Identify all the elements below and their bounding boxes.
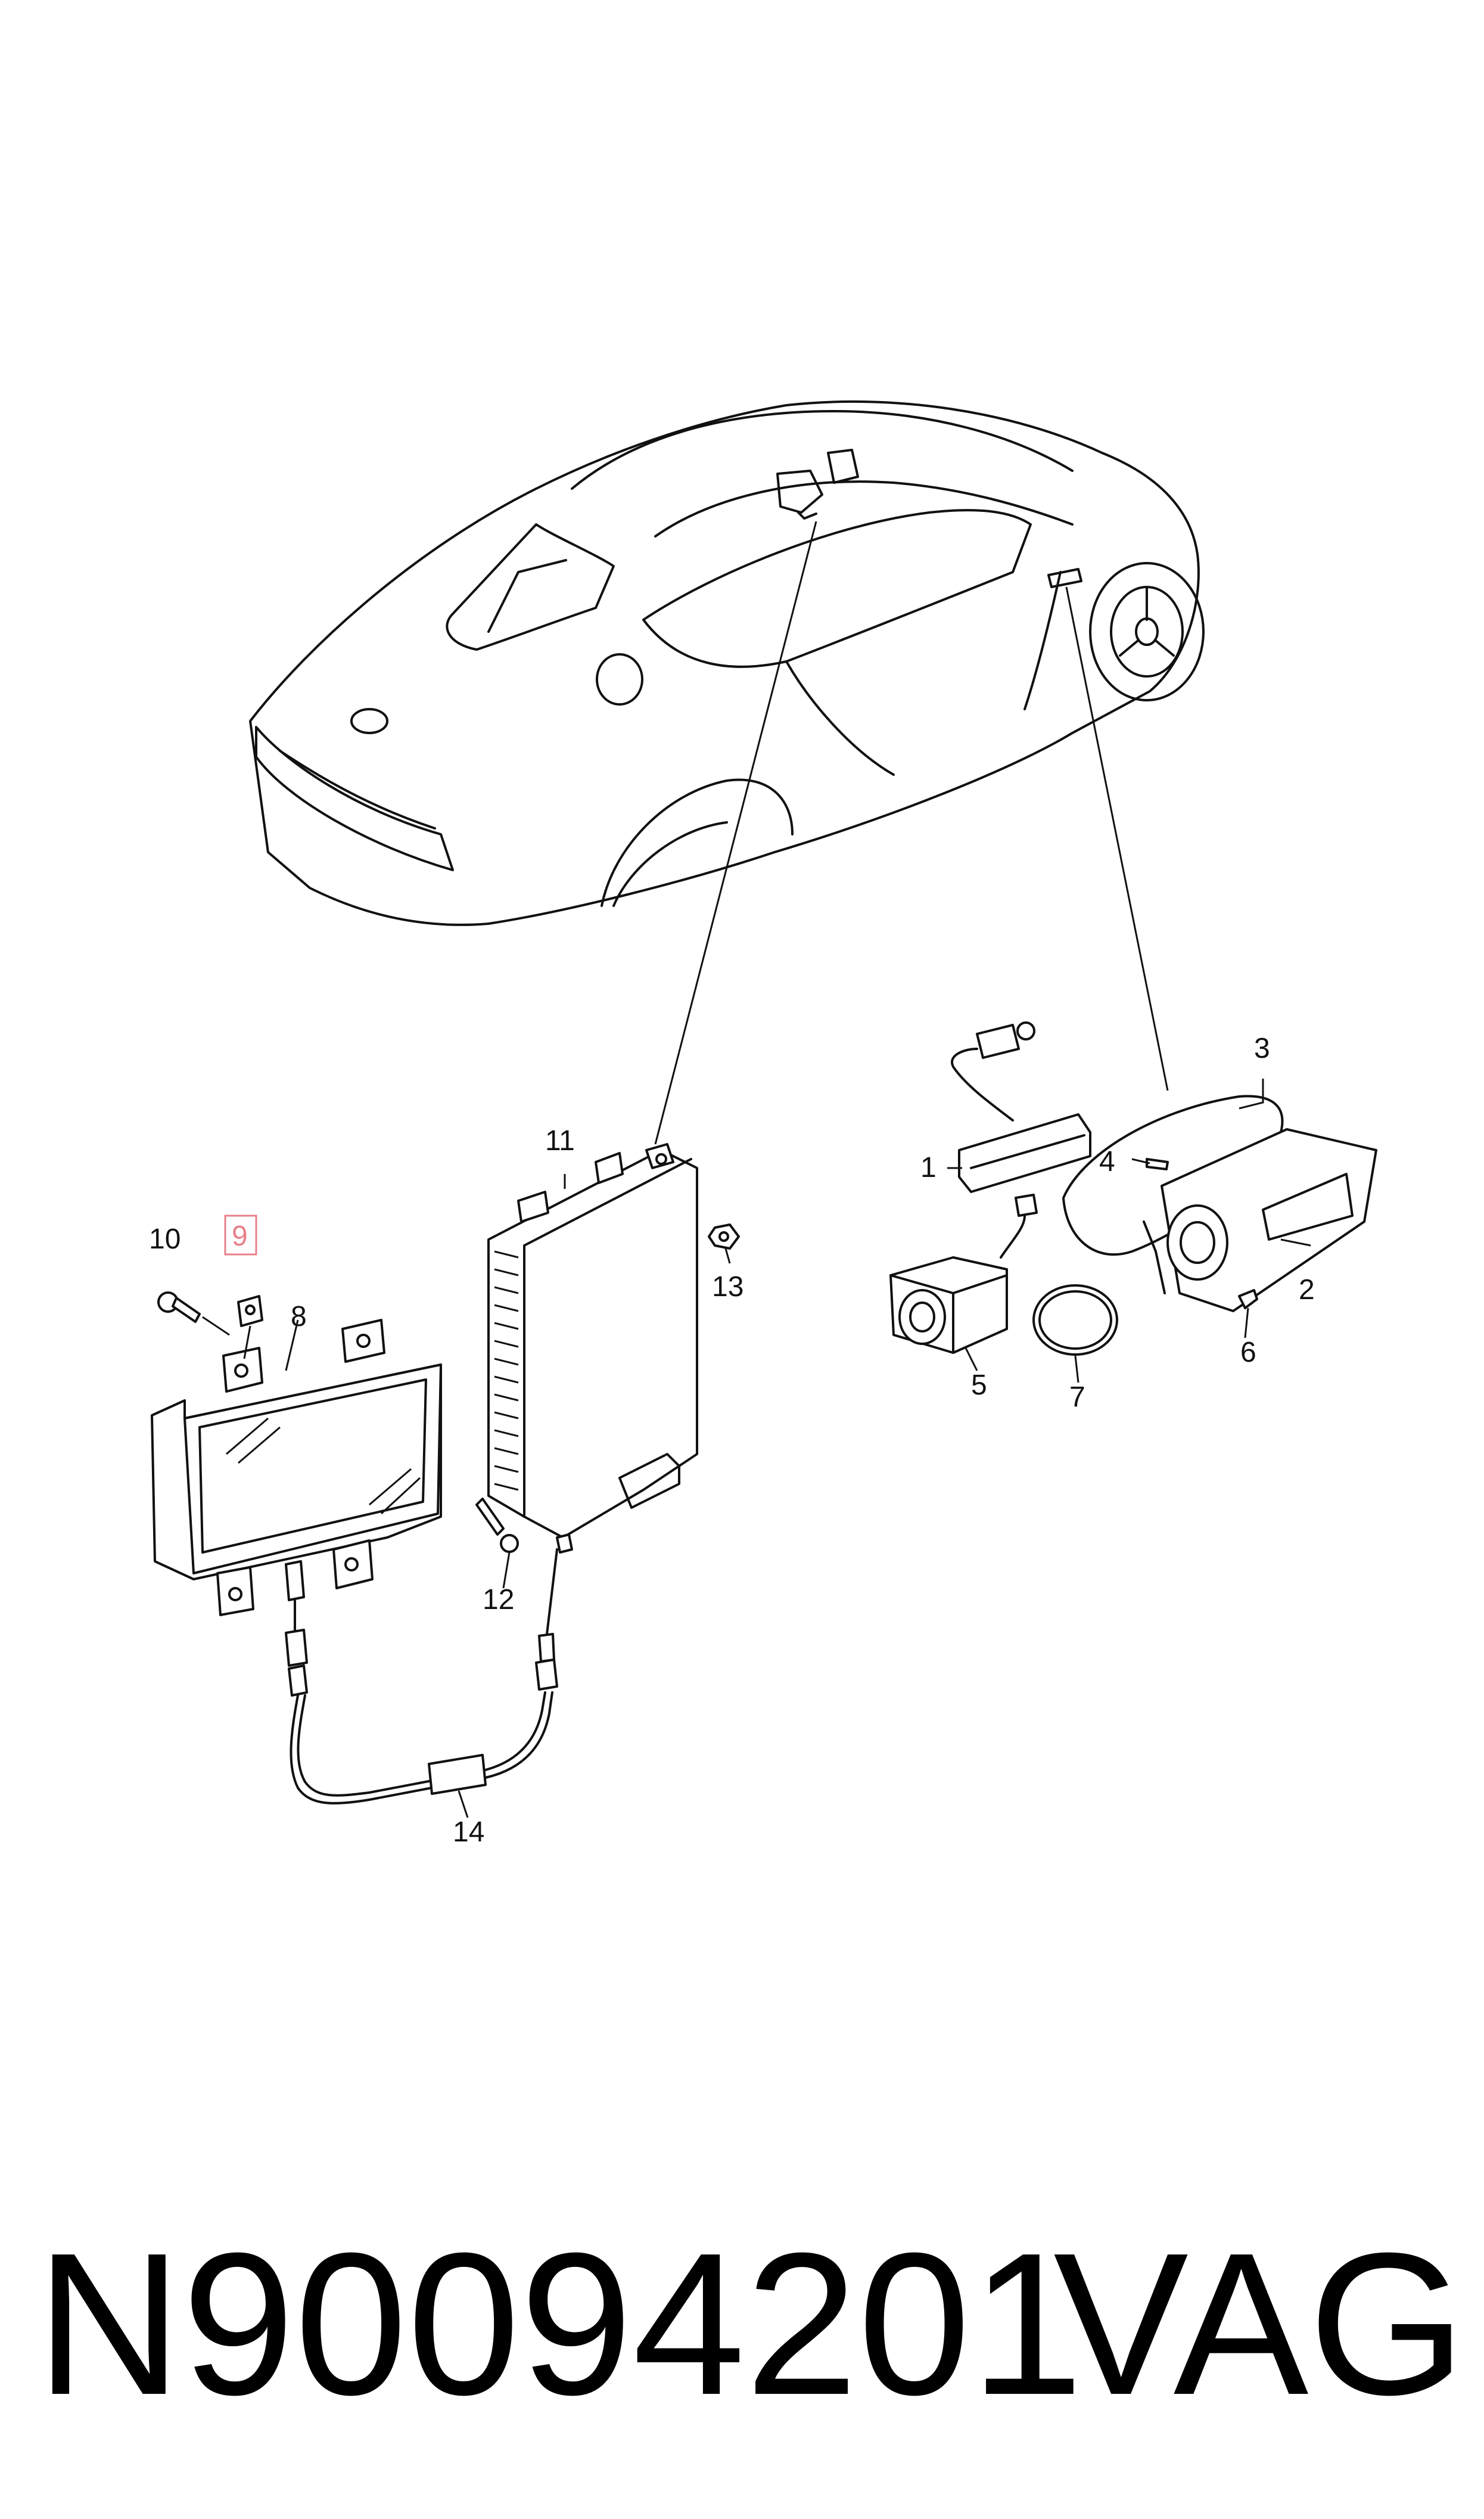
heat-sink-fins: [494, 1250, 519, 1491]
callout-labels: 1 2 3 4 5 6 7 8 9 10 11 12 13 14: [149, 1033, 1315, 1848]
callout-4[interactable]: 4: [1099, 1146, 1115, 1178]
part-9-clip: [237, 1295, 263, 1359]
part-12-screw: [475, 1498, 519, 1553]
callout-1[interactable]: 1: [920, 1152, 937, 1184]
callout-3[interactable]: 3: [1254, 1033, 1270, 1064]
part-8-display-module: [151, 1319, 442, 1616]
part-11-control-unit: [487, 1143, 698, 1554]
callout-12[interactable]: 12: [483, 1584, 514, 1616]
leader-line-roof-to-part-11: [654, 521, 817, 1145]
leader-line-mirror-to-part-3: [1065, 586, 1169, 1091]
part-number: N90094201: [36, 2211, 1084, 2437]
callout-leaders: [285, 1079, 1311, 1818]
part-14-cable-harness: [285, 1548, 558, 1804]
callout-8[interactable]: 8: [291, 1301, 307, 1333]
callout-2[interactable]: 2: [1299, 1274, 1315, 1306]
parts-diagram: 1 2 3 4 5 6 7 8 9 10 11 12 13 14: [149, 400, 1377, 1848]
callout-9-highlight-box: [224, 1215, 257, 1256]
part-10-screw: [157, 1291, 230, 1336]
mirror-camera-assembly: [889, 1021, 1377, 1356]
callout-10[interactable]: 10: [149, 1223, 181, 1255]
callout-5[interactable]: 5: [971, 1369, 987, 1401]
callout-9[interactable]: 9: [232, 1220, 248, 1252]
callout-13[interactable]: 13: [712, 1271, 743, 1303]
car-illustration: [249, 400, 1205, 926]
callout-7[interactable]: 7: [1069, 1381, 1085, 1413]
footer: N90094201 VAG: [0, 2205, 1484, 2455]
part-13-nut: [708, 1223, 740, 1250]
callout-11[interactable]: 11: [545, 1125, 575, 1157]
callout-6[interactable]: 6: [1240, 1337, 1256, 1368]
callout-14[interactable]: 14: [453, 1816, 484, 1848]
brand-name: VAG: [1053, 2211, 1466, 2437]
